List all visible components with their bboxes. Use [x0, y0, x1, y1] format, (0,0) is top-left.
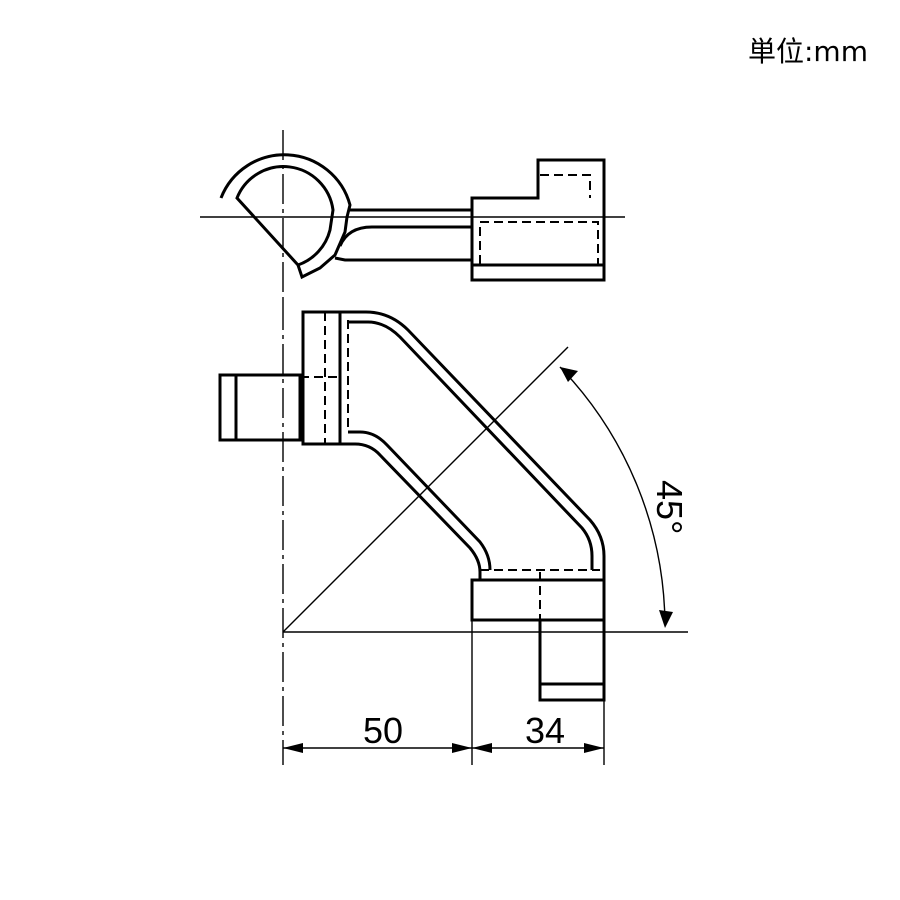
top-arm-lower — [334, 256, 472, 262]
arm-outer — [340, 310, 606, 580]
angle-label: 45° — [649, 480, 690, 534]
unit-label: 単位:mm — [748, 35, 868, 68]
front-view: 45° — [218, 300, 690, 765]
dim-label-50: 50 — [363, 710, 403, 751]
left-stub — [218, 373, 302, 442]
top-block — [470, 158, 606, 282]
arm-inner — [340, 442, 482, 580]
angle-arc — [559, 366, 666, 626]
angle-arrow-top — [560, 367, 578, 382]
angle-arrow-bottom — [659, 610, 673, 628]
angle-45-line — [282, 346, 569, 633]
dimensions: 50 34 — [283, 620, 605, 765]
dim-arrow-3 — [472, 743, 492, 753]
top-view — [200, 130, 625, 300]
top-block-hidden-1 — [540, 174, 591, 198]
top-block-hidden-2 — [479, 221, 599, 266]
arm-outer-2 — [348, 320, 594, 570]
dim-arrow-1 — [283, 743, 303, 753]
dim-arrow-2 — [452, 743, 472, 753]
dim-arrow-4 — [584, 743, 604, 753]
bottom-stub — [538, 618, 606, 702]
arm-inner-2 — [348, 430, 492, 571]
dim-label-34: 34 — [525, 710, 565, 751]
top-arm-inner — [338, 225, 472, 247]
bottom-block — [470, 578, 606, 622]
clamp-ring — [219, 153, 352, 280]
